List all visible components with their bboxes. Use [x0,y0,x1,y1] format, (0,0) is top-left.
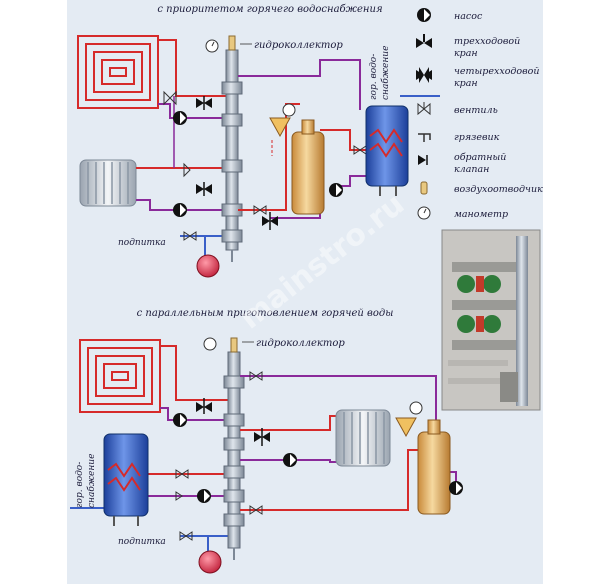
legend-item-check-valve: обратный клапан [418,152,506,175]
svg-text:кран: кран [454,48,478,59]
legend: насос трехходовой кран четырехходовой кр… [416,8,543,220]
expansion-tank-top [196,254,220,278]
label-dhw-top-2: снабжение [380,46,391,100]
top-circuit-fittings [163,90,212,241]
bottom-circuit-fittings [173,398,212,541]
air-vent-icon [420,181,428,195]
manifold-bottom [203,337,245,560]
label-makeup-bottom: подпитка [118,537,166,547]
installation-photo [441,229,541,411]
radiator-bottom [335,409,391,467]
dhw-tank-bottom [103,433,149,526]
expansion-tank-bottom [198,550,222,574]
gate-valve-icon [417,102,431,116]
three-way-valve-icon [416,38,432,48]
legend-item-air-vent: воздухоотводчик [420,181,543,195]
bottom-radiator-fittings [249,371,297,515]
legend-item-gate-valve: вентиль [417,102,498,116]
svg-text:четырехходовой: четырехходовой [454,66,540,77]
radiator [79,159,137,207]
legend-item-strainer: грязевик [418,132,500,143]
boiler-pipes-top [238,59,366,219]
label-dhw-top-1: гор. водо- [369,54,379,100]
top-diagram: гидроколлектор подпитка [77,35,440,278]
manifold-top [205,35,243,262]
label-manifold-bottom: гидроколлектор [256,338,345,349]
strainer-icon [418,133,431,142]
floor-heating-coil [77,35,159,109]
svg-text:воздухоотводчик: воздухоотводчик [454,184,543,195]
bottom-circuit-pipes [70,345,230,556]
label-dhw-bottom-2: снабжение [86,454,97,508]
bottom-diagram: гор. водо- снабжение гидроколлектор подп… [70,337,463,574]
legend-item-manometer: манометр [417,206,508,220]
floor-heating-coil-bottom [79,339,161,413]
svg-text:манометр: манометр [454,209,508,220]
legend-item-pump: насос [417,8,483,22]
svg-text:обратный: обратный [454,152,506,163]
boiler-top [269,103,325,215]
svg-text:насос: насос [454,11,483,22]
svg-text:трехходовой: трехходовой [454,36,520,47]
boiler-bottom [395,401,463,515]
svg-text:клапан: клапан [454,164,489,175]
svg-text:грязевик: грязевик [454,132,500,143]
dhw-tank-top [365,95,440,196]
label-makeup-top: подпитка [118,238,166,248]
svg-text:кран: кран [454,78,478,89]
check-valve-icon [418,155,426,165]
svg-text:вентиль: вентиль [454,105,498,116]
legend-item-three-way-valve: трехходовой кран [416,34,520,59]
label-dhw-bottom-1: гор. водо- [75,462,85,508]
label-manifold-top: гидроколлектор [254,40,343,51]
top-circuit-pipes [136,39,230,260]
legend-item-four-way-valve: четырехходовой кран [416,66,540,89]
title-top: с приоритетом горячего водоснабжения [157,4,382,15]
title-bottom: с параллельным приготовлением горячей во… [137,308,394,319]
four-way-valve-icon [416,67,432,83]
